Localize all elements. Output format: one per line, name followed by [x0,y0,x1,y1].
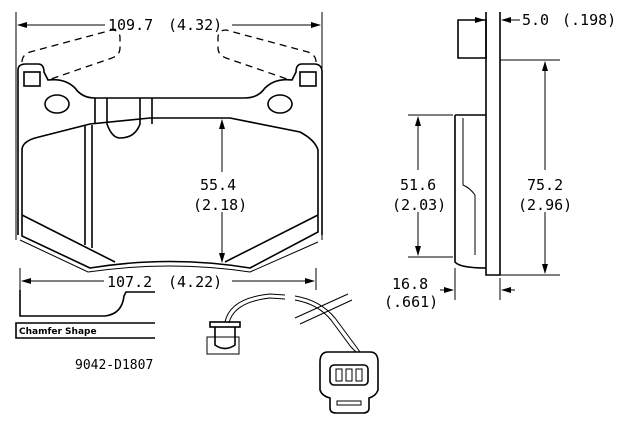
height-inches: (2.18) [193,196,247,214]
ear-slot-left [23,71,41,87]
sensor-wire [224,293,361,353]
connector-latch [336,400,362,406]
friction-height-value: 51.6 [400,176,436,194]
chamfer-line-left [21,214,116,263]
front-view: 109.7 (4.32) 55.4 (2.18) 107.2 (4.22) [15,12,323,291]
center-notch [94,98,153,139]
height-value: 55.4 [200,176,236,194]
backing-plate-outline [17,63,323,235]
overall-height-value: 75.2 [527,176,563,194]
break-mark [294,293,353,325]
chamfer-box [15,322,155,339]
side-backing-plate [485,12,501,276]
sensor-clip-head [209,321,241,328]
overall-height-inches: (2.96) [518,196,572,214]
width-bottom-inches: (4.22) [168,273,222,291]
width-bottom-value: 107.2 [107,273,152,291]
total-thickness-inches: (.661) [384,293,438,311]
connector-icon [319,351,379,414]
backing-thickness-value: 5.0 [522,11,549,29]
connector-pin [355,368,363,382]
chamfer-shape: Chamfer Shape [15,290,155,339]
ear-slot-right [299,71,317,87]
connector-socket [329,364,369,386]
side-tab [457,19,487,59]
connector-pin [345,368,353,382]
wear-sensor [206,293,379,414]
width-top-value: 109.7 [108,16,153,34]
part-number: 9042-D1807 [75,358,153,373]
sensor-clip-body [214,327,236,350]
hole-right [267,94,293,114]
friction-height-inches: (2.03) [392,196,446,214]
total-thickness-value: 16.8 [392,275,428,293]
friction-chamfer [19,239,319,273]
side-view: 5.0 (.198) 75.2 (2.96) 51.6 (2.03) 16.8 … [384,11,616,311]
backing-thickness-inches: (.198) [562,11,616,29]
sensor-wire-inner [228,297,357,353]
chamfer-line-right [224,214,319,263]
side-friction-inner [462,118,476,255]
hole-left [44,94,70,114]
chamfer-profile [19,290,155,317]
connector-pin [335,368,343,382]
sensor-clip-base [206,336,240,355]
side-friction [454,114,487,269]
chamfer-label: Chamfer Shape [19,327,97,337]
width-top-inches: (4.32) [168,16,222,34]
friction-material [21,117,319,269]
